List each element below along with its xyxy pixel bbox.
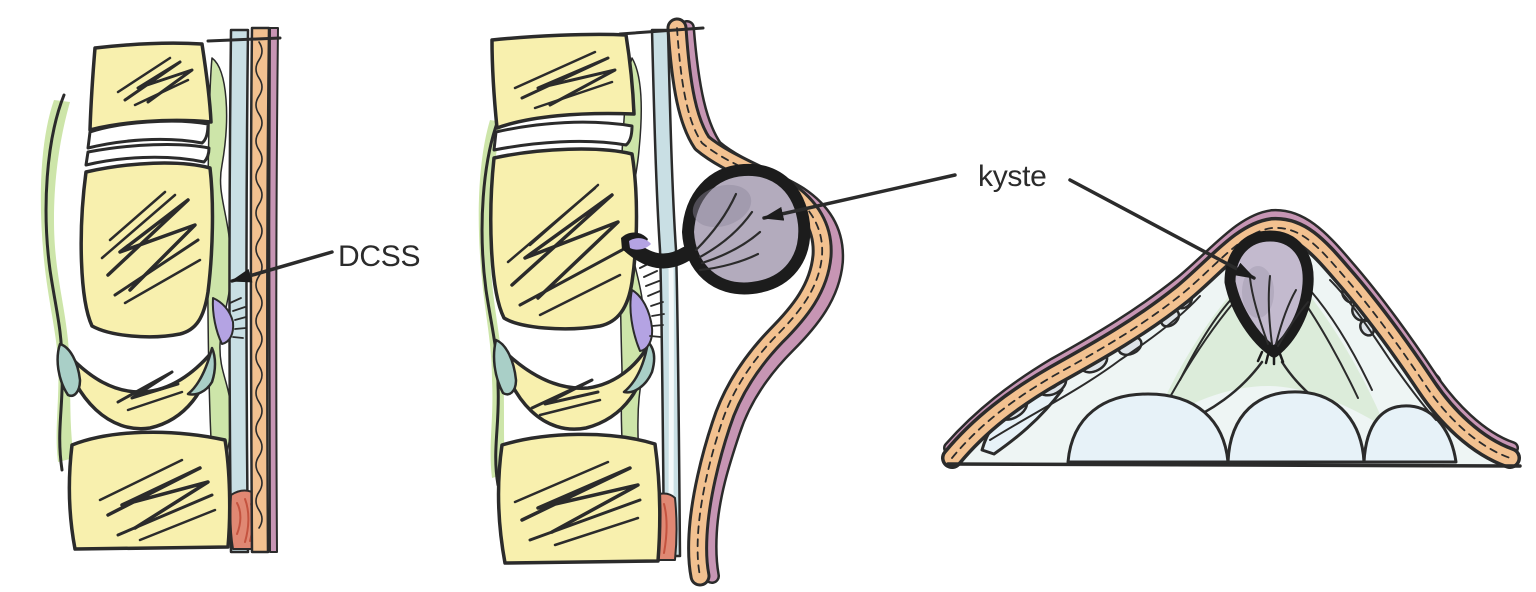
cyst-tip-hatching	[1256, 350, 1285, 366]
bone-hatching-lower	[98, 458, 217, 542]
ganglion-cyst	[621, 163, 811, 295]
carpal-bone-2	[1226, 390, 1366, 464]
cartilage-cap-left	[492, 338, 518, 396]
capsule-left-contour	[480, 113, 502, 487]
skin-layers	[618, 17, 845, 587]
panel-right-axial-cyst	[941, 208, 1522, 469]
skin-outer-layer	[268, 27, 279, 553]
subcutis-texture	[676, 27, 824, 577]
bone-hatching-upper	[506, 183, 624, 317]
skin-layer	[941, 208, 1522, 469]
dcss-arrow	[230, 250, 334, 283]
radius-bone	[88, 41, 213, 132]
extensor-tendon-band	[228, 28, 250, 554]
cyst-stalk-wedge	[629, 238, 651, 250]
articular-rim-1	[86, 119, 210, 150]
subcutaneous-layer	[249, 26, 271, 554]
label-kyste: kyste	[978, 160, 1047, 193]
cartilage-cap-left	[56, 342, 82, 397]
cartilage-cap-right	[622, 340, 656, 394]
dcss-ligament-body	[629, 289, 654, 352]
dcss-ligament-hatching	[229, 297, 247, 339]
kyste-arrow-left	[762, 173, 957, 221]
panel-left-sagittal-normal	[40, 26, 282, 554]
kyste-arrow-right	[1068, 178, 1256, 280]
carpal-bone-1	[1066, 392, 1230, 464]
bone-hatching-radius	[116, 56, 194, 107]
bone-hatching-lower	[513, 460, 642, 547]
top-cap-line	[206, 36, 282, 43]
dcss-ligament	[211, 297, 247, 345]
cartilage-cap-right	[186, 346, 217, 396]
bone-hatching-upper	[100, 190, 202, 305]
articular-rim-2	[84, 143, 211, 167]
carpal-bone-upper	[79, 161, 215, 339]
skin-layers	[206, 26, 282, 554]
panel-middle-sagittal-cyst	[478, 17, 845, 587]
annotations: DCSS kyste	[230, 160, 1256, 283]
top-cap-line	[618, 26, 705, 36]
cyst-shading	[692, 184, 752, 228]
bones	[56, 41, 232, 551]
lunate-bone	[60, 346, 214, 431]
retinaculum-line-left	[989, 295, 1201, 441]
cyst-body	[682, 163, 811, 295]
capsule-left-contour	[44, 93, 66, 472]
baseline	[946, 462, 1522, 468]
label-dcss: DCSS	[338, 240, 420, 273]
bones	[489, 32, 662, 565]
retinaculum-line-right	[1329, 279, 1437, 421]
carpal-bone-3	[1362, 404, 1458, 464]
capsule-left-strip	[40, 100, 74, 462]
dcss-ligament-body	[211, 297, 235, 345]
bone-hatching-lunate	[530, 378, 602, 417]
bone-hatching-radius	[513, 50, 617, 110]
dcss-ligament	[629, 289, 665, 352]
articular-rim	[492, 120, 634, 152]
bone-hatching-lunate	[116, 370, 184, 412]
subcutis-texture	[255, 41, 263, 529]
dcss-ligament-hatching	[647, 290, 665, 338]
cyst-striations	[694, 192, 762, 272]
subcutis-texture	[951, 227, 1511, 459]
cyst-striations	[1249, 275, 1309, 347]
